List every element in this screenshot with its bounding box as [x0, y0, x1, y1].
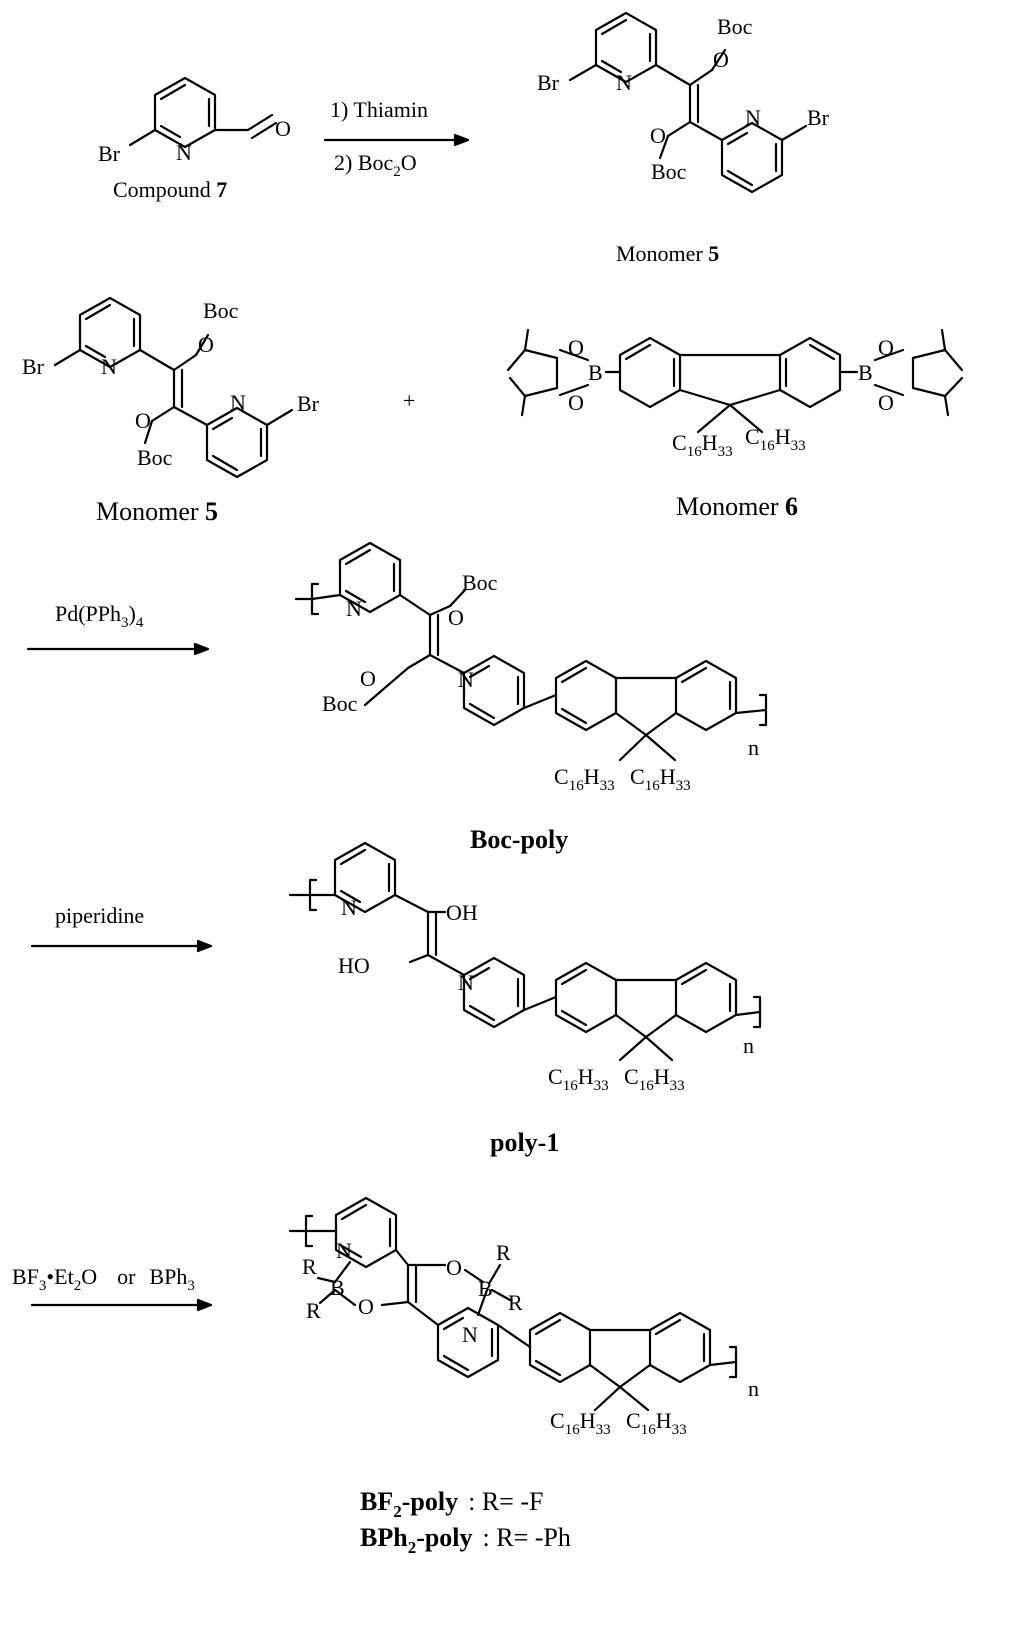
atom-o: O	[713, 47, 729, 72]
chain-c16h33-left: C16H33	[672, 430, 733, 460]
poly-1-structure: N OH HO N C16H33 C16H33 n	[288, 841, 762, 1094]
atom-b: B	[588, 360, 603, 385]
atom-o: O	[198, 332, 214, 357]
atom-r: R	[508, 1290, 523, 1315]
boc-poly-label: Boc-poly	[470, 825, 568, 854]
atom-n: N	[341, 895, 357, 920]
atom-o: O	[446, 1255, 462, 1280]
chain-c16h33-right: C16H33	[624, 1064, 685, 1094]
monomer-5-label-top: Monomer 5	[616, 241, 719, 266]
compound-7-label: Compound 7	[113, 177, 227, 202]
chain-c16h33-left: C16H33	[548, 1064, 609, 1094]
arrowhead-4	[196, 1298, 213, 1312]
atom-n: N	[336, 1238, 352, 1263]
monomer-6-structure: B O O B O O C16H33 C16H33	[506, 328, 964, 460]
monomer-6-label: Monomer 6	[676, 492, 798, 521]
arrowhead-1	[453, 133, 470, 147]
atom-br: Br	[297, 391, 320, 416]
bph2-poly-label: BPh2-poly: R= -Ph	[360, 1523, 571, 1557]
atom-n: N	[616, 70, 632, 95]
atom-o: O	[650, 123, 666, 148]
atom-o: O	[358, 1294, 374, 1319]
atom-boc: Boc	[651, 159, 687, 184]
bf2-bph2-poly-structure: N R B R O O R B R N C16H33 C16H33 n	[288, 1196, 759, 1438]
repeat-n: n	[743, 1033, 754, 1058]
reagent-boc2o: 2) Boc2O	[334, 150, 417, 180]
repeat-n: n	[748, 735, 759, 760]
atom-boc: Boc	[203, 298, 239, 323]
atom-o: O	[878, 335, 894, 360]
reagent-piperidine: piperidine	[55, 903, 144, 928]
atom-o: O	[448, 605, 464, 630]
atom-n: N	[745, 105, 761, 130]
atom-r: R	[496, 1240, 511, 1265]
atom-n: N	[176, 140, 192, 165]
reagent-thiamin: 1) Thiamin	[330, 97, 428, 122]
monomer-5-structure: Br N Boc O O Boc N Br	[22, 296, 320, 479]
atom-b: B	[858, 360, 873, 385]
atom-ho: HO	[338, 953, 370, 978]
chain-c16h33-right: C16H33	[745, 424, 806, 454]
atom-br: Br	[807, 105, 830, 130]
boc-poly-structure: N Boc O O Boc N C16H33 C16H33 n	[294, 541, 768, 794]
atom-boc: Boc	[462, 570, 498, 595]
poly-1-label: poly-1	[490, 1128, 559, 1157]
atom-boc: Boc	[322, 691, 358, 716]
atom-o: O	[568, 335, 584, 360]
atom-br: Br	[537, 70, 560, 95]
atom-o: O	[878, 390, 894, 415]
atom-n: N	[230, 390, 246, 415]
plus-sign: +	[403, 388, 415, 413]
monomer-5-label: Monomer 5	[96, 497, 218, 526]
atom-boc: Boc	[137, 445, 173, 470]
arrowhead-2	[193, 642, 210, 656]
atom-r: R	[306, 1298, 321, 1323]
atom-o: O	[275, 116, 291, 141]
atom-o: O	[568, 390, 584, 415]
atom-o: O	[135, 408, 151, 433]
compound-7-structure: Br N O	[98, 76, 291, 166]
bf2-poly-label: BF2-poly: R= -F	[360, 1487, 543, 1521]
reagent-pd-pph3-4: Pd(PPh3)4	[55, 601, 144, 631]
chain-c16h33-left: C16H33	[550, 1408, 611, 1438]
chain-c16h33-right: C16H33	[630, 764, 691, 794]
atom-n: N	[462, 1322, 478, 1347]
atom-oh: OH	[446, 900, 478, 925]
atom-n: N	[101, 354, 117, 379]
chain-c16h33-left: C16H33	[554, 764, 615, 794]
monomer-5-structure-top: Br N Boc O O Boc N Br	[537, 11, 830, 194]
arrowhead-3	[196, 939, 213, 953]
atom-o: O	[360, 666, 376, 691]
chain-c16h33-right: C16H33	[626, 1408, 687, 1438]
atom-b: B	[478, 1276, 493, 1301]
atom-br: Br	[98, 141, 121, 166]
atom-r: R	[302, 1254, 317, 1279]
atom-b: B	[330, 1275, 345, 1300]
atom-br: Br	[22, 354, 45, 379]
atom-n: N	[458, 667, 474, 692]
atom-n: N	[346, 596, 362, 621]
atom-n: N	[458, 970, 474, 995]
atom-boc: Boc	[717, 14, 753, 39]
repeat-n: n	[748, 1376, 759, 1401]
